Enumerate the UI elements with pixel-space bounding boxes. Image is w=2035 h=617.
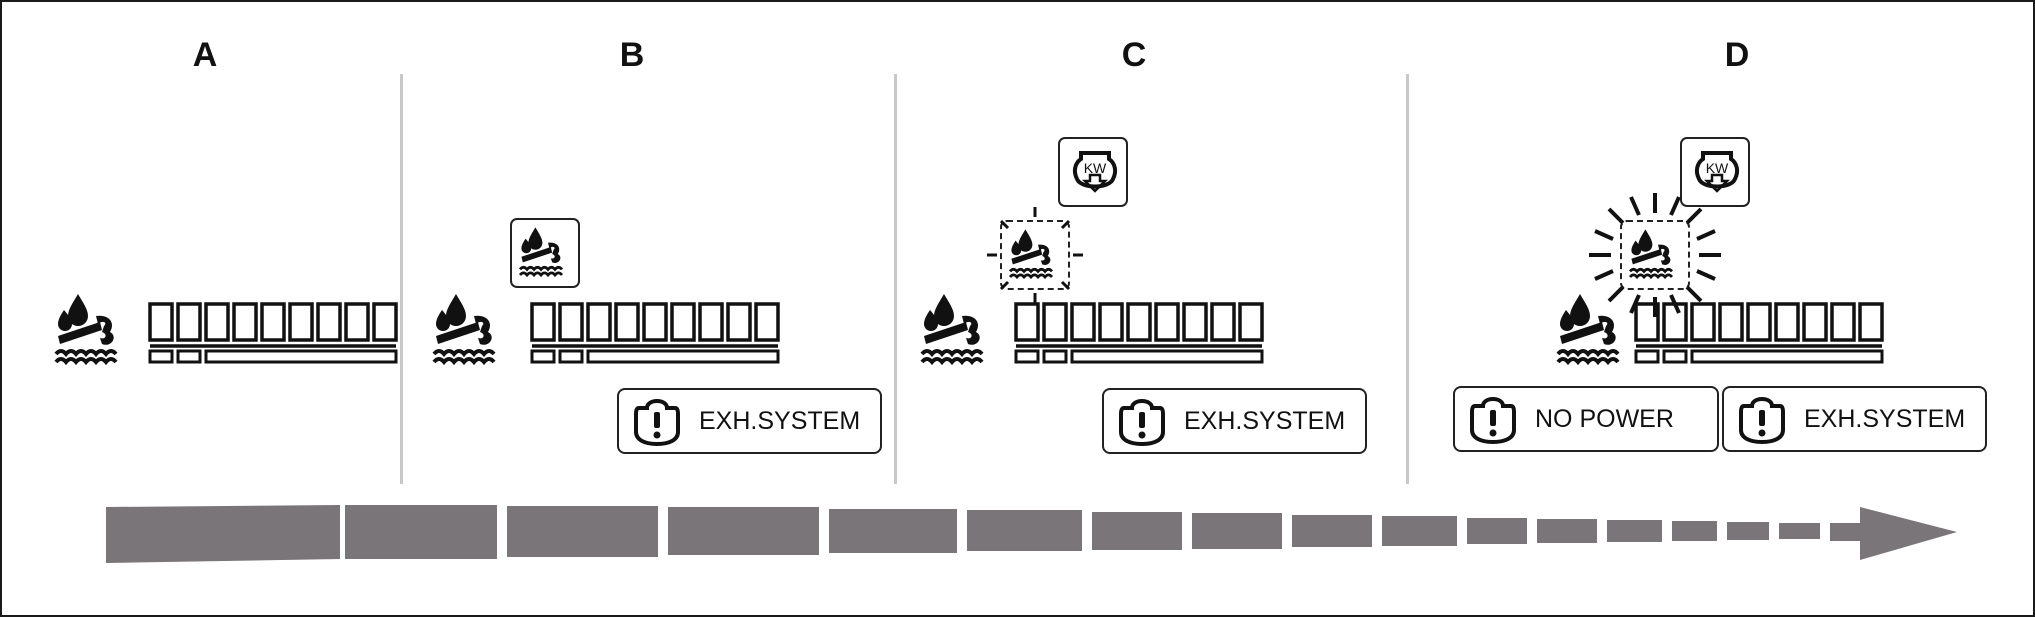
warning-box-no-power: NO POWER (1453, 386, 1719, 452)
popup-exhaust-water-icon-blinking (1000, 220, 1070, 290)
panel-label-b: B (619, 36, 645, 74)
warning-label: EXH.SYSTEM (1184, 407, 1346, 435)
warning-label: NO POWER (1535, 405, 1674, 433)
warning-box-exh-system: EXH.SYSTEM (1102, 388, 1367, 454)
blink-rays-strong (1589, 193, 1721, 317)
panel-divider (894, 74, 897, 484)
popup-kw-icon (1058, 137, 1128, 207)
popup-kw-icon (1680, 137, 1750, 207)
popup-exhaust-water-icon-blinking (1620, 220, 1690, 290)
popup-exhaust-water-icon (510, 218, 580, 288)
panel-label-c: C (1121, 36, 1147, 74)
warning-label: EXH.SYSTEM (1804, 405, 1966, 433)
panel-label-d: D (1724, 36, 1750, 74)
warning-label: EXH.SYSTEM (699, 407, 861, 435)
panel-label-a: A (192, 36, 218, 74)
panel-divider (1406, 74, 1409, 484)
warning-box-exh-system: EXH.SYSTEM (1722, 386, 1987, 452)
warning-box-exh-system: EXH.SYSTEM (617, 388, 882, 454)
panel-divider (400, 74, 403, 484)
